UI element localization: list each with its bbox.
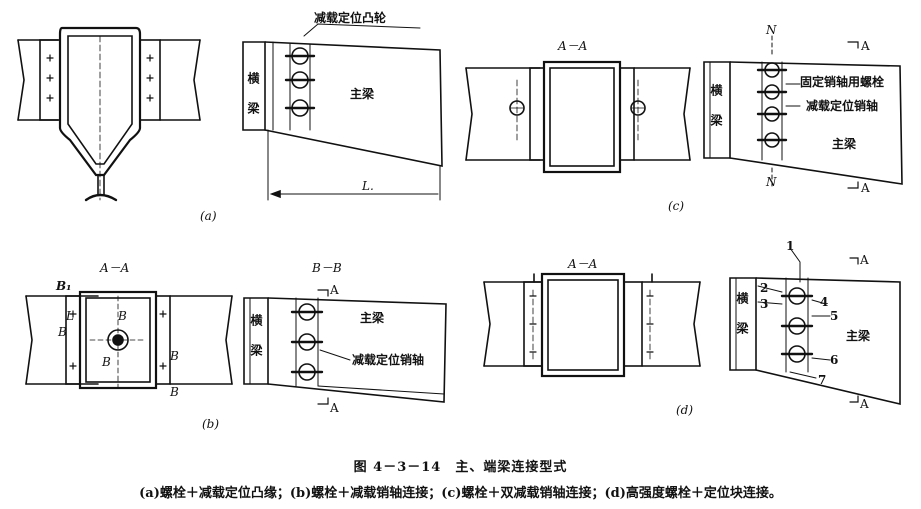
panel-b-section <box>25 290 233 390</box>
arrow-a-bottom-b: A <box>330 401 339 415</box>
panel-a-side-view <box>242 23 443 201</box>
n-bottom: N <box>766 175 777 189</box>
panel-tag-c: (c) <box>668 199 685 213</box>
part-number-7: 7 <box>818 373 827 387</box>
figure-caption-text: (a)螺栓＋减载定位凸缘；(b)螺栓＋减载销轴连接；(c)螺栓＋双减载销轴连接；… <box>139 486 782 501</box>
bolt-group-a <box>284 47 316 117</box>
panel-d-side-view <box>729 247 901 406</box>
callout-reduce-cam: 减载定位凸轮 <box>314 11 387 25</box>
arrow-a-bottom-c: A <box>861 181 870 195</box>
b-left-mark: B <box>58 325 67 339</box>
b-center-mark: B <box>118 309 127 323</box>
section-c: A－A <box>558 39 588 53</box>
b-right-mark-1: B <box>170 349 179 363</box>
part-number-2: 2 <box>760 281 769 295</box>
cross-beam-label-b: 横梁 <box>249 314 263 374</box>
arrow-a-top-b: A <box>330 283 339 297</box>
b1-mark: B₁ <box>56 279 72 293</box>
main-beam-label-a: 主梁 <box>350 87 375 101</box>
arrow-a-bottom-d: A <box>860 397 869 411</box>
b-lower-mark: B <box>102 355 111 369</box>
main-beam-label-b: 主梁 <box>360 311 385 325</box>
arrow-a-top-d: A <box>860 253 869 267</box>
callout-fix-bolt: 固定销轴用螺栓 <box>800 75 885 89</box>
n-top: N <box>766 23 777 37</box>
panel-a-end-view <box>17 26 201 202</box>
part-number-5: 5 <box>830 309 839 323</box>
section-b-left: A－A <box>100 261 130 275</box>
panel-b-side-view <box>243 289 447 405</box>
main-beam-label-d: 主梁 <box>846 329 871 343</box>
l-mark: L <box>66 309 74 323</box>
part-number-3: 3 <box>760 297 769 311</box>
section-d: A－A <box>568 257 598 271</box>
arrow-a-top-c: A <box>861 39 870 53</box>
panel-c-side-view <box>703 35 903 189</box>
callout-reduce-pin-b: 减载定位销轴 <box>352 353 425 367</box>
b-right-mark-2: B <box>170 385 179 399</box>
cross-beam-label-c: 横梁 <box>709 84 723 144</box>
cross-beam-label-a: 横梁 <box>246 72 260 132</box>
panel-tag-b: (b) <box>202 417 220 431</box>
dimension-l: L. <box>362 179 374 193</box>
panel-tag-a: (a) <box>200 209 217 223</box>
section-b-right: B－B <box>312 261 342 275</box>
callout-reduce-pin-c: 减载定位销轴 <box>806 99 879 113</box>
panel-d-section <box>483 272 701 378</box>
cross-beam-label-d: 横梁 <box>735 292 749 352</box>
panel-c-section <box>465 60 691 174</box>
part-number-4: 4 <box>820 295 829 309</box>
figure-caption-title: 图 4－3－14 主、端梁连接型式 <box>353 460 568 475</box>
main-beam-label-c: 主梁 <box>832 137 857 151</box>
panel-tag-d: (d) <box>676 403 694 417</box>
part-number-6: 6 <box>830 353 839 367</box>
part-number-1: 1 <box>786 239 795 253</box>
